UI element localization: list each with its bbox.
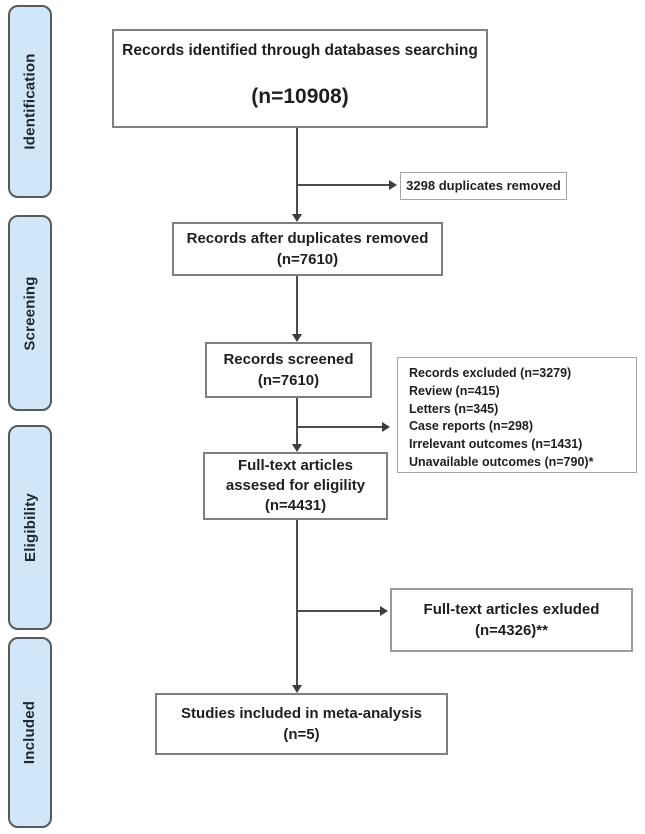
stage-screening: Screening: [8, 215, 52, 411]
records-identified-text: Records identified through databases sea…: [122, 42, 478, 59]
stage-screening-label: Screening: [21, 275, 39, 351]
arrow-down-icon: [292, 334, 302, 342]
records-screened-count: (n=7610): [257, 372, 320, 389]
arrow-right-icon: [389, 180, 397, 190]
box-records-screened: Records screened (n=7610): [205, 342, 372, 398]
arrow-right-icon: [382, 422, 390, 432]
excluded-reason-line: Records excluded (n=3279): [409, 366, 572, 380]
duplicates-removed-text: 3298 duplicates removed: [406, 177, 561, 193]
connector-after-duplicates-to-screened: [296, 276, 298, 335]
connector-fulltext-to-included: [296, 520, 298, 686]
stage-eligibility-label: Eligibility: [21, 493, 39, 562]
records-after-duplicates-count: (n=7610): [276, 251, 339, 268]
stage-included: Included: [8, 637, 52, 828]
stage-identification-label: Identification: [21, 53, 39, 150]
box-records-excluded-reasons: Records excluded (n=3279) Review (n=415)…: [397, 357, 637, 473]
fulltext-excluded-text: Full-text articles exluded: [423, 601, 600, 618]
connector-to-excluded-reasons: [297, 426, 382, 428]
stage-eligibility: Eligibility: [8, 425, 52, 630]
fulltext-assessed-text-line1: Full-text articles: [237, 456, 354, 474]
box-duplicates-removed: 3298 duplicates removed: [400, 172, 567, 200]
fulltext-assessed-text-line2: assesed for eligility: [225, 476, 366, 494]
excluded-reason-line: Unavailable outcomes (n=790)*: [409, 454, 594, 469]
studies-included-count: (n=5): [283, 726, 320, 743]
records-screened-text: Records screened: [223, 351, 354, 368]
connector-identified-to-after-duplicates: [296, 128, 298, 216]
box-fulltext-excluded: Full-text articles exluded (n=4326)**: [390, 588, 633, 652]
connector-screened-to-fulltext: [296, 398, 298, 445]
arrow-down-icon: [292, 685, 302, 693]
box-studies-included: Studies included in meta-analysis (n=5): [155, 693, 448, 755]
studies-included-text: Studies included in meta-analysis: [181, 705, 422, 722]
arrow-down-icon: [292, 214, 302, 222]
stage-included-label: Included: [21, 700, 39, 765]
records-identified-count: (n=10908): [251, 84, 349, 108]
box-fulltext-assessed: Full-text articles assesed for eligility…: [203, 452, 388, 520]
fulltext-excluded-count: (n=4326)**: [475, 622, 548, 639]
excluded-reason-line: Letters (n=345): [409, 401, 499, 416]
box-records-after-duplicates: Records after duplicates removed (n=7610…: [172, 222, 443, 276]
arrow-right-icon: [380, 606, 388, 616]
excluded-reason-line: Review (n=415): [409, 383, 500, 398]
connector-to-fulltext-excluded: [297, 610, 380, 612]
excluded-reason-line: Case reports (n=298): [409, 419, 534, 434]
connector-to-duplicates-note: [297, 184, 389, 186]
stage-identification: Identification: [8, 5, 52, 198]
excluded-reason-line: Irrelevant outcomes (n=1431): [409, 437, 583, 451]
fulltext-assessed-count: (n=4431): [264, 497, 327, 515]
arrow-down-icon: [292, 444, 302, 452]
records-after-duplicates-text: Records after duplicates removed: [186, 230, 429, 247]
box-records-identified: Records identified through databases sea…: [112, 29, 488, 128]
